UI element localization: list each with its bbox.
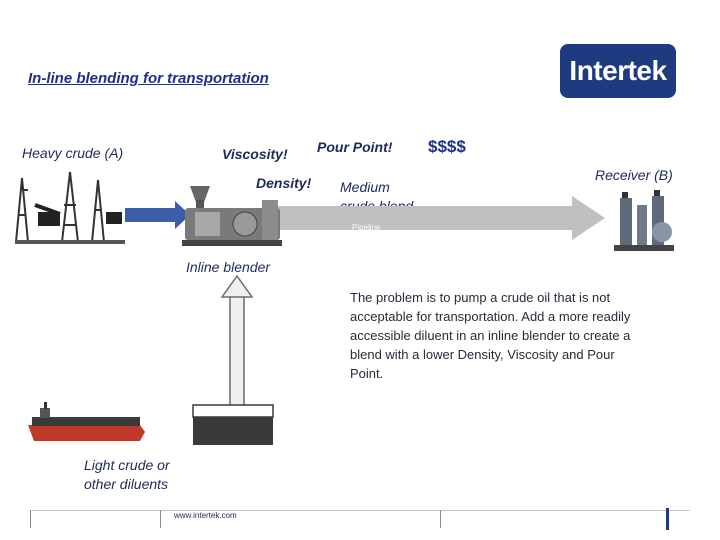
- light-crude-label-line1: Light crude or: [84, 457, 170, 473]
- page-title: In-line blending for transportation: [28, 70, 269, 87]
- diluent-arrow: [220, 274, 254, 407]
- footer-divider: [440, 510, 441, 528]
- tanker-ship-icon: [28, 402, 145, 441]
- footer-bar: [30, 510, 690, 529]
- footer-url: www.intertek.com: [174, 511, 237, 520]
- feed-arrow: [125, 201, 190, 229]
- pipeline-arrow: [278, 196, 605, 240]
- heavy-crude-label: Heavy crude (A): [22, 145, 124, 161]
- inline-blender-label: Inline blender: [186, 259, 271, 275]
- footer-divider: [666, 508, 669, 530]
- blender-machine-icon: [182, 186, 282, 246]
- receiver-label: Receiver (B): [595, 167, 673, 183]
- cost-label: $$$$: [428, 137, 466, 156]
- oil-field-icon: [15, 171, 125, 245]
- medium-blend-label-line1: Medium: [340, 179, 390, 195]
- density-label: Density!: [256, 175, 312, 191]
- footer-divider: [30, 510, 31, 528]
- pipeline-label: Pipeline: [352, 223, 381, 232]
- light-crude-label-line2: other diluents: [84, 476, 169, 492]
- intertek-logo: Intertek: [560, 44, 676, 98]
- refinery-icon: [614, 190, 674, 251]
- storage-tank-icon: [192, 404, 274, 445]
- viscosity-label: Viscosity!: [222, 146, 288, 162]
- description-text: The problem is to pump a crude oil that …: [350, 290, 631, 381]
- pour-point-label: Pour Point!: [317, 139, 393, 155]
- footer-divider: [160, 510, 161, 528]
